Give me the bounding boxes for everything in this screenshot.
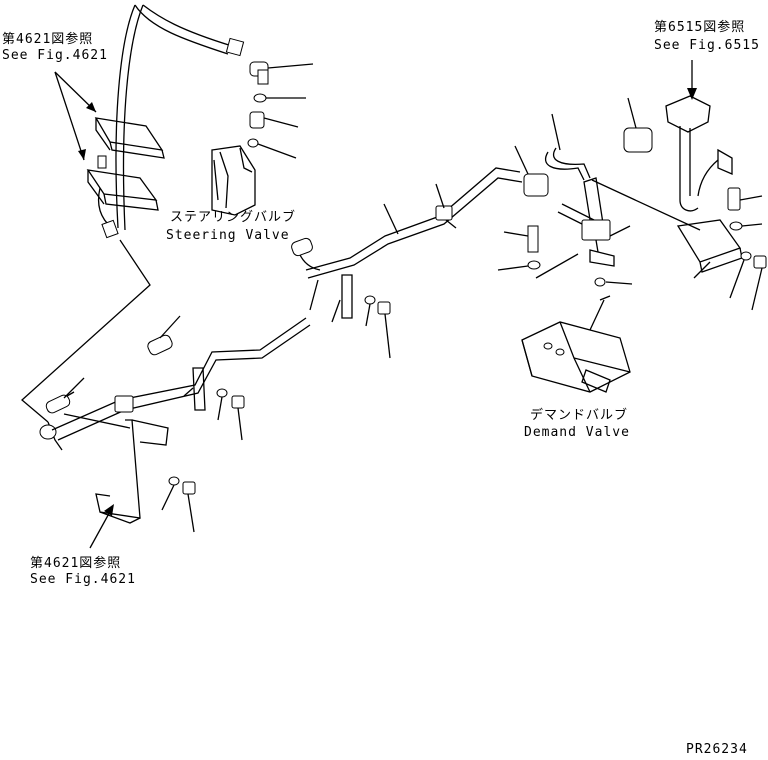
steering-fittings (247, 61, 314, 159)
reference-arrows (54, 60, 697, 549)
demand-valve-label-jp: デマンドバルブ (530, 408, 629, 423)
ref-top-right-jp: 第6515図参照 (654, 20, 746, 35)
drawing-number: PR26234 (686, 742, 748, 757)
ref-top-left-en: See Fig.4621 (2, 48, 108, 63)
demand-valve-label-en: Demand Valve (524, 425, 630, 440)
ref-bottom-left-jp: 第4621図参照 (30, 556, 122, 571)
upper-hose (115, 4, 245, 231)
left-return-hose (21, 239, 151, 451)
upper-right-fitting (665, 95, 763, 231)
right-bracket (676, 219, 767, 311)
lower-left-bracket (95, 419, 196, 533)
ref-top-right-en: See Fig.6515 (654, 38, 760, 53)
lower-left-pipes (45, 315, 311, 441)
steering-valve-label-jp: ステアリングバルブ (170, 210, 297, 225)
demand-valve-body (521, 277, 633, 393)
ref-top-left-jp: 第4621図参照 (2, 32, 94, 47)
upper-left-brackets (86, 117, 165, 239)
steering-valve-body (211, 145, 256, 216)
upper-middle-pipes (305, 167, 523, 279)
middle-brackets (183, 237, 391, 441)
demand-valve-pipes (497, 97, 701, 279)
ref-bottom-left-en: See Fig.4621 (30, 572, 136, 587)
steering-valve-label-en: Steering Valve (166, 228, 290, 243)
